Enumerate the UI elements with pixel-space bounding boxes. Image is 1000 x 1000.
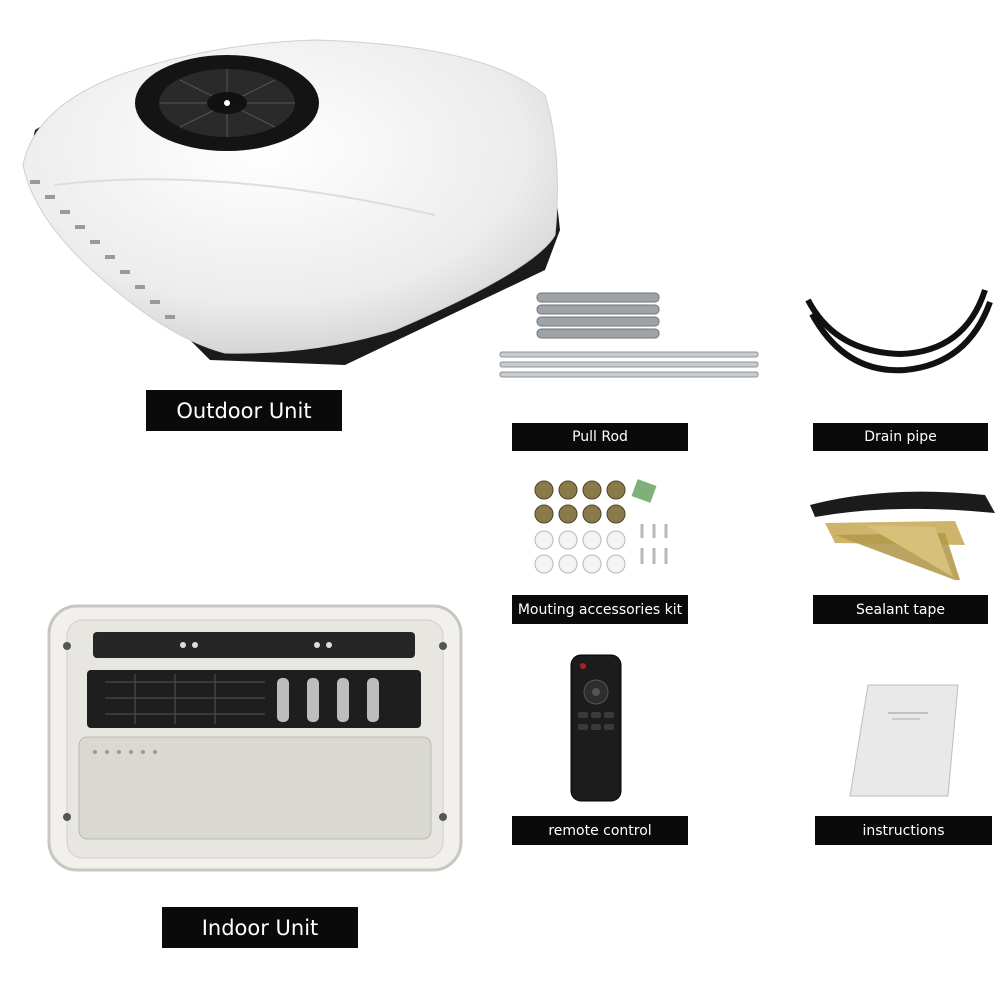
sealant-tape-label: Sealant tape: [813, 595, 988, 624]
pull-rod-image: [495, 290, 765, 385]
indoor-unit-label: Indoor Unit: [162, 907, 358, 948]
outdoor-unit-image: [15, 35, 565, 370]
outdoor-unit-label: Outdoor Unit: [146, 390, 342, 431]
remote-control-image: [568, 652, 624, 804]
instructions-label: instructions: [815, 816, 992, 845]
indoor-unit-image: [45, 602, 465, 874]
drain-pipe-image: [800, 282, 1000, 382]
sealant-tape-image: [805, 485, 1000, 580]
mounting-kit-label: Mouting accessories kit: [512, 595, 688, 624]
pull-rod-label: Pull Rod: [512, 423, 688, 451]
mounting-accessories-image: [530, 478, 680, 580]
drain-pipe-label: Drain pipe: [813, 423, 988, 451]
instructions-image: [848, 683, 960, 798]
remote-control-label: remote control: [512, 816, 688, 845]
